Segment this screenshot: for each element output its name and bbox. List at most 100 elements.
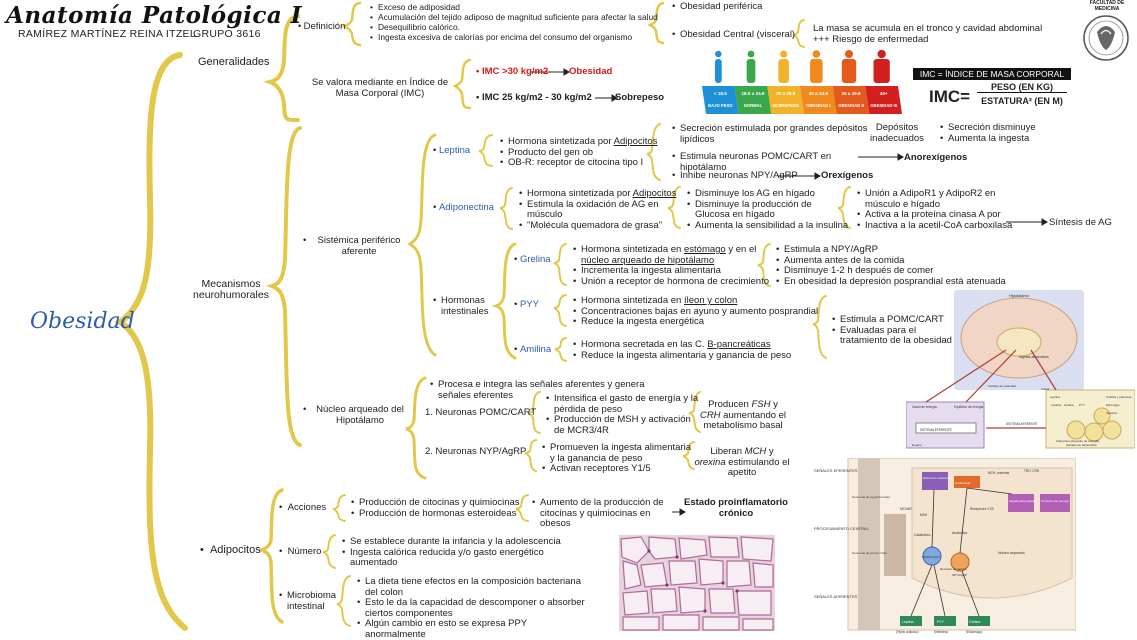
imc-formula-numerator: PESO (EN KG) (977, 82, 1067, 93)
pomc-result: Producen FSH y CRH aumentando el metabol… (698, 399, 788, 432)
node-imc: Se valora mediante en Índice de Masa Cor… (300, 77, 460, 99)
figure-label: Neuronas de segundo orden (852, 495, 890, 499)
figure-label: Ingesta alimentaria (1019, 355, 1049, 359)
bullet-adipocitos: • Adipocitos (200, 544, 261, 556)
figure-label: Neuronas de primer orden (852, 551, 887, 555)
grelina-effects: Estimula a NPY/AgRP Aumenta antes de la … (776, 244, 1024, 287)
tipo-periferica: Obesidad periférica (672, 1, 762, 13)
figure-label: Gasto de energía (912, 405, 937, 409)
amilina-label: Amilina (519, 344, 552, 355)
figure-label: NPY/AgRP (952, 573, 967, 577)
acciones-item: Producción de hormonas esteroideas (351, 508, 529, 520)
figure-label: SISTEMA EFERENTE (920, 428, 952, 432)
estado-proinflamatorio: Estado proinflamatorio crónico (684, 497, 788, 519)
food-intake-box (1008, 494, 1034, 512)
npy-node: 2. Neuronas NYP/AgRP (425, 446, 527, 457)
figure-label: Endocrino, autónomo (923, 476, 952, 480)
pomc-node: 1. Neuronas POMC/CART (425, 407, 537, 418)
bmi-figure-5 (873, 49, 890, 83)
figure-label: Grelina (969, 620, 980, 624)
definicion-item: Acumulación del tejido adiposo de magnit… (370, 12, 678, 22)
grelina-item: Unión a receptor de hormona de crecimien… (573, 276, 771, 288)
figure-label: Células y páncreas (1106, 395, 1132, 399)
energy-consumption-box (1040, 494, 1070, 512)
bmi-range-label: < 18.5 (714, 91, 727, 96)
figure-label: TRH, CRH (1024, 469, 1040, 473)
acciones-effect-text: Aumento de la producción de citocinas y … (532, 497, 680, 530)
figure-label: Anabólico (952, 531, 967, 535)
leptina-node: • Leptina (433, 145, 471, 156)
bmi-figure-1 (746, 50, 756, 83)
central-note: La masa se acumula en el tronco y cavida… (813, 23, 1043, 34)
leptina-effect: Inhibe neuronas NPY/AgRP (672, 170, 810, 182)
pomc-list: Intensifica el gasto de energía y la pér… (546, 393, 702, 436)
energy-balance-box (915, 422, 977, 434)
node-intestinales: Hormonas intestinales (441, 295, 489, 317)
leptina-effects-3: Inhibe neuronas NPY/AgRP (672, 170, 810, 182)
adiponectina-effect: Disminuye los AG en hígado (687, 188, 849, 200)
microbioma-bullet: • (279, 590, 283, 601)
behavioral-box (954, 476, 980, 488)
imc-sobrepeso-range: • IMC 25 kg/m2 - 30 kg/m2 (476, 92, 592, 103)
figure-label: Grelina (1064, 403, 1074, 407)
bmi-figure-4 (841, 50, 857, 83)
npy-item: Promueven la ingesta alimentaria y la ga… (542, 442, 698, 464)
figure-label: Regulo (912, 443, 922, 447)
bmi-range-label: 30 a 34.9 (809, 91, 829, 96)
amilina-node: • Amilina (514, 344, 552, 355)
bmi-figure-2 (778, 50, 789, 83)
figure-label: Señales de saciedad (988, 384, 1016, 388)
course-title: Anatomía Patológica I (6, 2, 303, 29)
adiponectina-receptor: Inactiva a la acetil-CoA carboxilasa (857, 220, 1030, 232)
faculty-seal-icon (1083, 15, 1129, 61)
figure-label: MCH, orexinas (988, 471, 1009, 475)
adiponectina-effects: Disminuye los AG en hígado Disminuye la … (687, 188, 849, 231)
acciones-node: • Acciones (279, 502, 327, 513)
leptina-item: Hormona sintetizada por Adipocitos (500, 136, 668, 148)
npy-result: Liberan MCH y orexina estimulando el ape… (694, 446, 790, 479)
imc-obesidad-label: Obesidad (569, 66, 613, 77)
intestinal-shared-effects: Estimula a POMC/CART Evaluadas para el t… (832, 314, 960, 347)
bmi-range-bar (832, 86, 870, 114)
node-mecanismos: Mecanismos neurohumorales (193, 278, 269, 301)
grelina-effect: Aumenta antes de la comida (776, 255, 1024, 267)
grelina-node: • Grelina (514, 254, 551, 265)
bmi-range-label: 18.5 a 24.9 (742, 91, 765, 96)
node-definicion: Definición (303, 21, 346, 32)
microbioma-label: Microbioma intestinal (287, 590, 337, 612)
imc-formula-lhs: IMC= (929, 87, 971, 106)
microbioma-item: La dieta tiene efectos en la composición… (357, 576, 587, 598)
adiponectina-item: Estimula la oxidación de AG en músculo (519, 199, 679, 221)
grelina-item: Incrementa la ingesta alimentaria (573, 265, 771, 277)
leptina-box (900, 616, 922, 626)
bmi-figure-0 (714, 50, 722, 83)
acciones-label: Acciones (287, 502, 327, 513)
depositos-effects: Secreción disminuye Aumenta la ingesta (940, 122, 1048, 144)
tipos-list: Obesidad periférica (672, 1, 762, 13)
sistemica-node: • (303, 235, 307, 246)
central-note: +++ Riesgo de enfermedad (813, 33, 929, 45)
leptina-depositos: Depósitos inadecuados (870, 122, 924, 144)
grelina-effect: Disminuye 1-2 h después de comer (776, 265, 1024, 277)
figure-label: (Tejido adiposo) (896, 630, 919, 634)
figure-label: Señales de adiposidad (1066, 443, 1097, 447)
figure-label: Equilibrio de energía (954, 405, 983, 409)
acciones-effect: Aumento de la producción de citocinas y … (532, 497, 680, 530)
figure-label: Estómago (1106, 403, 1120, 407)
acciones-item: Producción de citocinas y quimiocinas (351, 497, 529, 509)
tipo-central: Obesidad Central (visceral) (672, 29, 795, 41)
figure-label: Conductual (955, 481, 971, 485)
leptina-item-text: Hormona sintetizada por Adipocitos (508, 136, 658, 147)
node-generalidades: Generalidades (198, 56, 270, 68)
figure-label: PYY (937, 620, 945, 624)
npy-item: Activan receptores Y1/5 (542, 463, 698, 475)
numero-label: Número (287, 546, 322, 557)
adiponectina-receptor: Activa a la proteína cinasa A por (857, 209, 1030, 221)
tipos-list-central: Obesidad Central (visceral) (672, 29, 795, 41)
amilina-list: Hormona secretada en las C. B-pancreátic… (573, 339, 821, 361)
pomc-result-text: Producen FSH y CRH aumentando el metabol… (699, 399, 787, 431)
figure-label: Receptor de leptina (940, 567, 966, 571)
bmi-range-label: 40+ (880, 91, 888, 96)
